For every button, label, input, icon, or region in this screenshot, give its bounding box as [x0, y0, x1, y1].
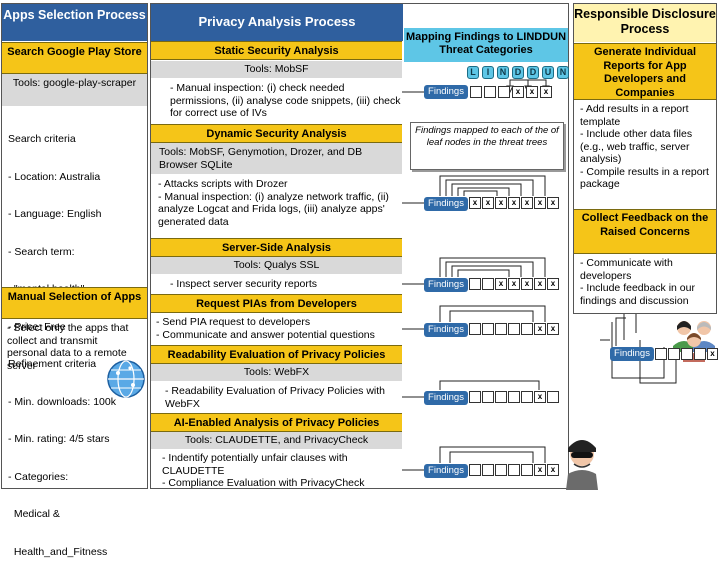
static-security-header: Static Security Analysis	[151, 41, 402, 60]
linddun-tag: L	[467, 66, 479, 79]
dynamic-security-text: - Attacks scripts with Drozer - Manual i…	[158, 178, 389, 228]
collect-feedback-text: - Communicate with developers - Include …	[580, 257, 695, 307]
threat-cell-marked: x	[534, 464, 546, 476]
server-side-header: Server-Side Analysis	[151, 238, 402, 257]
threat-cell	[655, 348, 667, 360]
threat-cell	[495, 464, 507, 476]
linddun-tag: N	[557, 66, 569, 79]
linddun-tag: D	[527, 66, 539, 79]
collect-feedback-header: Collect Feedback on the Raised Concerns	[574, 209, 716, 254]
request-pia-text: - Send PIA request to developers - Commu…	[156, 316, 375, 341]
threat-cell	[469, 464, 481, 476]
manual-selection-text: - Select only the apps that collect and …	[7, 322, 129, 372]
mapping-note: Findings mapped to each of the of leaf n…	[410, 122, 564, 170]
threat-cell	[547, 391, 559, 403]
findings-badge-readability: Findings	[424, 391, 468, 405]
threat-cell	[484, 86, 496, 98]
privacy-analysis-title: Privacy Analysis Process	[151, 4, 403, 41]
disclosure-title: Responsible Disclosure Process	[574, 4, 716, 42]
threat-cell-marked: x	[547, 323, 559, 335]
request-pia-header: Request PIAs from Developers	[151, 294, 402, 313]
ai-analysis-header: AI-Enabled Analysis of Privacy Policies	[151, 413, 402, 432]
findings-badge-server: Findings	[424, 278, 468, 292]
threat-cell	[681, 348, 693, 360]
generate-reports-header: Generate Individual Reports for App Deve…	[574, 43, 716, 100]
threat-cell	[482, 323, 494, 335]
threat-cell-marked: x	[526, 86, 538, 98]
readability-tools: Tools: WebFX	[151, 364, 402, 381]
linddun-tag: U	[542, 66, 554, 79]
threat-cell-marked: x	[508, 197, 520, 209]
threat-cell-marked: x	[482, 197, 494, 209]
threat-cell	[521, 464, 533, 476]
threat-cell	[694, 348, 706, 360]
threat-cell-marked: x	[707, 348, 718, 360]
findings-badge-dynamic: Findings	[424, 197, 468, 211]
server-side-tools: Tools: Qualys SSL	[151, 257, 402, 274]
threat-cell-marked: x	[521, 197, 533, 209]
search-google-play-header: Search Google Play Store	[2, 42, 147, 74]
threat-cell-marked: x	[521, 278, 533, 290]
threat-cell	[482, 391, 494, 403]
threat-cell	[470, 86, 482, 98]
threat-cell	[521, 391, 533, 403]
apps-selection-title: Apps Selection Process	[2, 4, 147, 41]
google-play-scraper-tools: Tools: google-play-scraper	[2, 74, 147, 106]
static-security-tools: Tools: MobSF	[151, 61, 402, 78]
threat-cell-marked: x	[534, 323, 546, 335]
manual-selection-header: Manual Selection of Apps	[2, 287, 147, 319]
readability-text: - Readability Evaluation of Privacy Poli…	[165, 385, 386, 410]
threat-cell	[469, 278, 481, 290]
threat-cell	[495, 391, 507, 403]
threat-cell-marked: x	[540, 86, 552, 98]
server-side-text: - Inspect server security reports	[170, 278, 318, 290]
linddun-tag: I	[482, 66, 494, 79]
globe-icon	[107, 360, 145, 398]
threat-cell-marked: x	[547, 464, 559, 476]
threat-cell	[508, 391, 520, 403]
ai-analysis-text: - Indentify potentially unfair clauses w…	[162, 452, 365, 489]
threat-cell-marked: x	[512, 86, 524, 98]
threat-cell	[482, 464, 494, 476]
threat-cell-marked: x	[534, 197, 546, 209]
findings-badge-static: Findings	[424, 85, 468, 99]
mapping-header: Mapping Findings to LINDDUN Threat Categ…	[404, 28, 568, 62]
threat-cell	[498, 86, 510, 98]
threat-cell-marked: x	[508, 278, 520, 290]
threat-cell-marked: x	[534, 391, 546, 403]
threat-cell	[508, 323, 520, 335]
threat-cell-marked: x	[495, 278, 507, 290]
threat-cell	[482, 278, 494, 290]
threat-cell	[521, 323, 533, 335]
threat-cell	[469, 391, 481, 403]
disclosure-column: Responsible Disclosure Process Generate …	[573, 3, 717, 314]
threat-cell	[495, 323, 507, 335]
threat-cell-marked: x	[469, 197, 481, 209]
generate-reports-text: - Add results in a report template - Inc…	[580, 103, 709, 190]
findings-badge-disclosure: Findings	[610, 347, 654, 361]
threat-cell-marked: x	[495, 197, 507, 209]
dynamic-security-header: Dynamic Security Analysis	[151, 124, 402, 143]
threat-cell-marked: x	[534, 278, 546, 290]
threat-cell	[508, 464, 520, 476]
threat-cell-marked: x	[547, 197, 559, 209]
threat-cell	[469, 323, 481, 335]
static-security-text: - Manual inspection: (i) check needed pe…	[170, 82, 401, 119]
threat-cell	[668, 348, 680, 360]
ai-analysis-tools: Tools: CLAUDETTE, and PrivacyCheck	[151, 432, 402, 449]
hacker-icon	[566, 440, 598, 490]
dynamic-security-tools: Tools: MobSF, Genymotion, Drozer, and DB…	[151, 143, 402, 174]
readability-header: Readability Evaluation of Privacy Polici…	[151, 345, 402, 364]
findings-badge-ai: Findings	[424, 464, 468, 478]
linddun-tag: D	[512, 66, 524, 79]
linddun-tag: N	[497, 66, 509, 79]
threat-cell-marked: x	[547, 278, 559, 290]
findings-badge-pia: Findings	[424, 323, 468, 337]
